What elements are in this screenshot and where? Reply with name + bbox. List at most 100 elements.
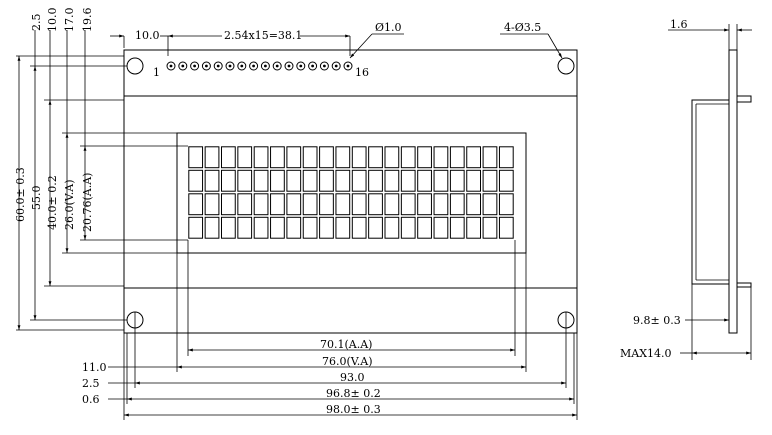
pin-hole-14 (323, 64, 326, 68)
char-cell (319, 216, 334, 239)
dim-hole-span: 93.0 (340, 371, 365, 384)
pin-hole-3 (193, 64, 197, 68)
char-cell (400, 193, 416, 216)
char-cell (433, 146, 449, 169)
pin-hole-13 (311, 64, 314, 68)
char-cell (286, 216, 302, 239)
dim-bezel-height: 40.0± 0.2 (46, 175, 59, 230)
dim-offset-19-6: 19.6 (81, 8, 94, 33)
dim-pin-pitch: 2.54x15=38.1 (224, 29, 302, 42)
char-cell (204, 193, 220, 216)
char-cell (270, 169, 285, 192)
char-cell (237, 193, 253, 216)
dim-mount-holes: 4-Ø3.5 (504, 21, 541, 34)
char-cell (449, 146, 465, 169)
char-cell (335, 193, 351, 216)
pin-hole-4 (205, 64, 208, 68)
char-cell (286, 146, 302, 169)
char-cell (368, 146, 383, 169)
pin-hole-10 (275, 64, 279, 68)
char-cell (270, 146, 285, 169)
dim-offset-17: 17.0 (63, 8, 76, 33)
dim-off-0-6: 0.6 (82, 393, 100, 406)
char-cell (368, 216, 383, 239)
pin-10 (272, 61, 282, 71)
char-cell (351, 216, 367, 239)
pin-hole-8 (252, 64, 256, 68)
pin-12 (296, 61, 306, 71)
pin-9 (260, 61, 270, 71)
pin-last-label: 16 (355, 66, 369, 79)
char-cell (482, 193, 498, 216)
char-cell (498, 146, 514, 169)
mount-hole-tl (126, 57, 144, 75)
bezel-outline (123, 95, 578, 289)
char-cell (433, 193, 449, 216)
pin-16 (343, 61, 353, 71)
char-cell (253, 193, 269, 216)
char-cell (221, 146, 236, 169)
char-cell (188, 146, 204, 169)
char-cell (270, 193, 285, 216)
side-pcb (728, 49, 738, 334)
pin-hole-1 (169, 64, 173, 68)
char-cell (417, 146, 432, 169)
char-cell (433, 169, 449, 192)
pin-row (166, 61, 353, 71)
char-cell (188, 193, 204, 216)
char-cell (400, 146, 416, 169)
char-cell (466, 146, 481, 169)
dim-offset-2-5: 2.5 (30, 14, 43, 32)
char-cell (482, 146, 498, 169)
dim-height-inner: 55.0 (30, 186, 43, 211)
char-cell (449, 193, 465, 216)
pin-hole-12 (299, 64, 303, 68)
char-cell (221, 169, 236, 192)
char-cell (417, 216, 432, 239)
char-cell (221, 193, 236, 216)
char-cell (384, 169, 400, 192)
char-cell (449, 216, 465, 239)
bottom-dimensions: 70.1(A.A) 76.0(V.A) 93.0 96.8± 0.2 98.0±… (82, 240, 578, 420)
char-cell (319, 169, 334, 192)
char-cell (335, 169, 351, 192)
char-cell (286, 169, 302, 192)
pin-8 (249, 61, 259, 71)
dim-offset-10: 10.0 (46, 8, 59, 33)
char-cell (319, 146, 334, 169)
dim-width: 98.0± 0.3 (326, 403, 381, 416)
viewing-area (176, 132, 527, 254)
pin-hole-2 (181, 64, 185, 68)
char-cell (368, 169, 383, 192)
char-cell (384, 216, 400, 239)
char-cell (237, 216, 253, 239)
dim-va-height: 26.0(V.A) (63, 179, 76, 230)
pin-hole-15 (334, 64, 338, 68)
pin-first-label: 1 (153, 66, 160, 79)
dim-edge-offset: 10.0 (135, 29, 160, 42)
char-cell (368, 193, 383, 216)
dim-aa-height: 20.76(A.A) (81, 173, 94, 232)
char-cell (188, 216, 204, 239)
char-cell (466, 216, 481, 239)
char-cell (302, 169, 318, 192)
pin-7 (237, 61, 247, 71)
pin-3 (190, 61, 200, 71)
char-cell (319, 193, 334, 216)
mount-hole-tr (557, 57, 575, 75)
char-cell (188, 169, 204, 192)
char-cell (466, 169, 481, 192)
front-view: 1 16 (123, 49, 578, 334)
char-cell (286, 193, 302, 216)
char-cell (204, 146, 220, 169)
char-cell (253, 146, 269, 169)
char-cell (449, 169, 465, 192)
pin-hole-7 (240, 64, 244, 68)
char-cell (335, 216, 351, 239)
dim-side-thickness: 9.8± 0.3 (633, 314, 681, 327)
char-cell (302, 216, 318, 239)
char-cell (351, 169, 367, 192)
pin-11 (284, 61, 294, 71)
char-cell (270, 216, 285, 239)
